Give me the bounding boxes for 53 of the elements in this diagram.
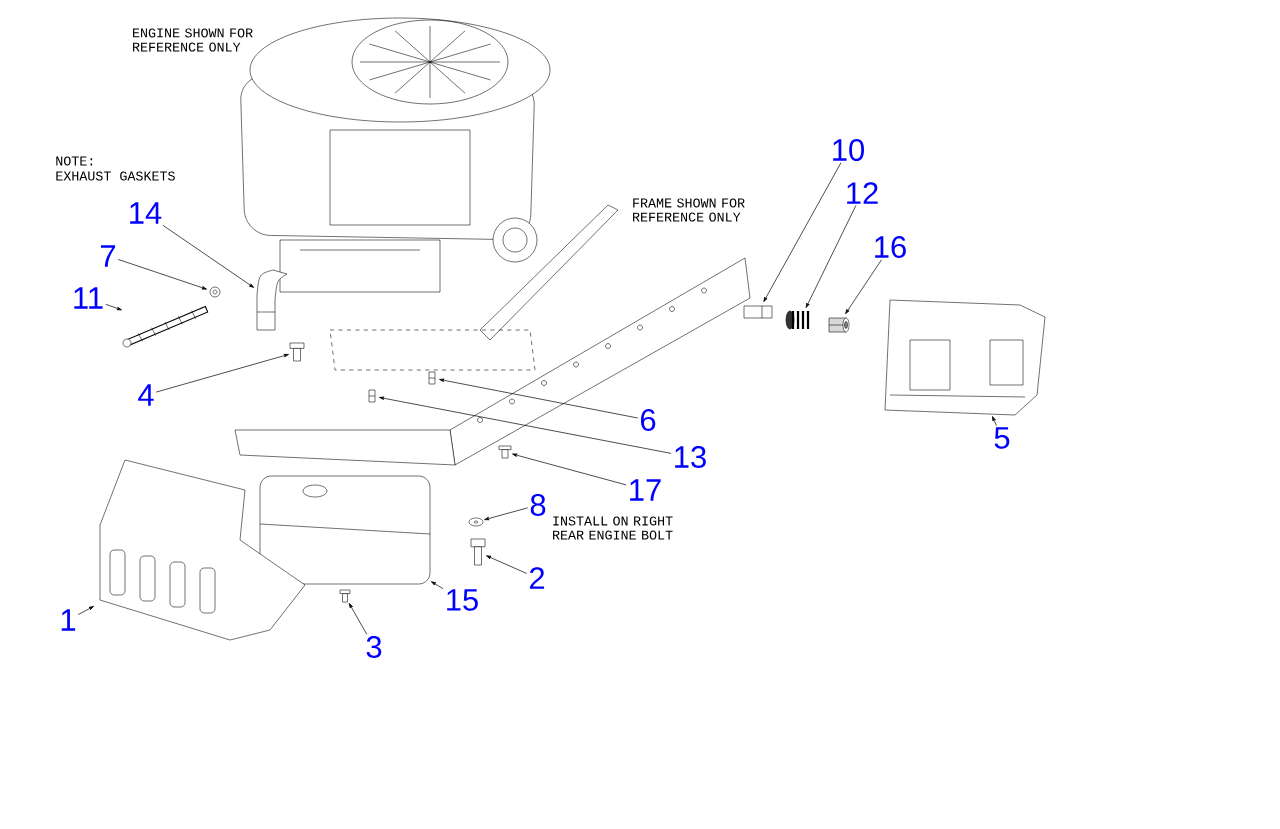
callout-number: 13	[675, 446, 706, 468]
spring-drawing	[785, 310, 810, 330]
bolt-drawing	[470, 538, 486, 566]
leader-line	[431, 581, 444, 590]
note-text: ENGINE SHOWN FOR REFERENCE ONLY	[133, 28, 253, 52]
note-text: NOTE:	[56, 156, 93, 166]
bolt-drawing	[498, 445, 512, 459]
leader-line	[763, 162, 842, 302]
stud-drawing	[368, 389, 376, 403]
callout-number: 16	[875, 236, 906, 258]
leader-line	[845, 259, 882, 315]
leader-line	[348, 603, 368, 635]
callout-number: 7	[101, 245, 116, 267]
exhaust-pipe-drawing	[256, 269, 288, 331]
callout-number: 15	[447, 589, 478, 611]
leader-line	[155, 354, 289, 393]
callout-number: 12	[847, 182, 878, 204]
callout-number: 6	[640, 409, 656, 431]
callout-number: 10	[833, 139, 864, 161]
callout-number: 11	[74, 287, 103, 309]
leader-line	[105, 303, 122, 311]
heat-shield-drawing	[99, 459, 306, 641]
spacer-drawing	[828, 317, 850, 333]
sleeve-drawing	[743, 305, 773, 319]
muffler-drawing	[259, 475, 431, 585]
callout-number: 2	[529, 567, 545, 589]
leader-line	[439, 378, 639, 419]
rod-drawing	[122, 305, 209, 348]
callout-number: 8	[530, 494, 546, 516]
note-text: EXHAUST GASKETS	[56, 171, 175, 181]
leader-line	[992, 416, 997, 426]
leader-line	[486, 555, 528, 574]
note-text: FRAME SHOWN FOR REFERENCE ONLY	[633, 198, 745, 222]
clamp-drawing	[209, 286, 221, 298]
callout-number: 4	[138, 384, 154, 406]
note-text: INSTALL ON RIGHT REAR ENGINE BOLT	[553, 516, 673, 540]
callout-number: 1	[61, 609, 76, 631]
callout-number: 3	[366, 636, 382, 658]
leader-line	[77, 606, 94, 615]
leader-line	[512, 453, 627, 486]
bolt-drawing	[339, 589, 351, 603]
leader-line	[484, 507, 529, 521]
callout-number: 5	[994, 427, 1010, 449]
callout-number: 14	[130, 202, 162, 224]
leader-line	[117, 259, 207, 290]
transmission-drawing	[884, 299, 1046, 416]
stud-drawing	[428, 371, 436, 385]
leader-line	[805, 205, 857, 308]
bolt-drawing	[289, 342, 305, 362]
leader-line	[379, 396, 672, 454]
leader-line	[162, 225, 255, 288]
callout-number: 17	[630, 479, 661, 501]
washer-drawing	[468, 517, 484, 527]
